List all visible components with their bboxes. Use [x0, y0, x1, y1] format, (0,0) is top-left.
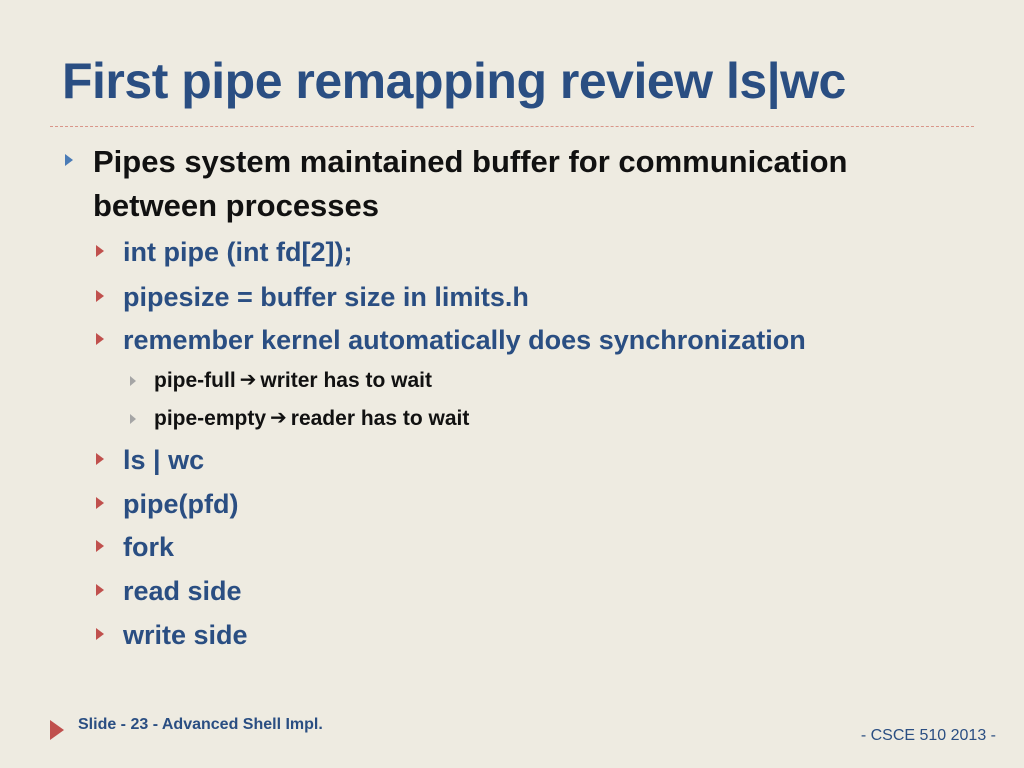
bullet-arrow-icon — [96, 245, 104, 257]
bullet-text: pipesize = buffer size in limits.h — [123, 282, 529, 312]
bullet-arrow-icon — [130, 414, 136, 424]
bullet-arrow-icon — [65, 154, 73, 166]
bullet-arrow-icon — [96, 584, 104, 596]
bullet-item-read-side: read side — [96, 573, 242, 609]
bullet-text: ls | wc — [123, 445, 205, 475]
bullet-arrow-icon — [96, 497, 104, 509]
bullet-item-fork: fork — [96, 529, 175, 565]
right-arrow-icon: ➔ — [270, 407, 287, 429]
right-arrow-icon: ➔ — [239, 369, 257, 391]
bullet-text: fork — [123, 532, 175, 562]
bullet-text-before: pipe-full — [154, 369, 236, 392]
footer-course: - CSCE 510 2013 - — [860, 727, 996, 744]
bullet-item-ls-wc: ls | wc — [96, 442, 205, 478]
bullet-arrow-icon — [130, 376, 136, 386]
footer-marker-icon — [50, 720, 64, 740]
bullet-item-int-pipe: int pipe (int fd[2]); — [96, 234, 353, 270]
bullet-item-pipesize: pipesize = buffer size in limits.h — [96, 279, 529, 315]
bullet-text-line2: between processes — [93, 188, 380, 223]
bullet-text: write side — [123, 620, 248, 650]
bullet-text-line1: Pipes system maintained buffer for commu… — [93, 144, 848, 179]
bullet-item-pipe-pfd: pipe(pfd) — [96, 486, 239, 522]
bullet-text: pipe(pfd) — [123, 489, 239, 519]
bullet-arrow-icon — [96, 540, 104, 552]
bullet-text: remember kernel automatically does synch… — [123, 325, 806, 355]
bullet-item-remember-kernel: remember kernel automatically does synch… — [96, 322, 806, 358]
bullet-text-after: writer has to wait — [260, 369, 432, 392]
bullet-item-pipes: Pipes system maintained buffer for commu… — [65, 140, 848, 184]
bullet-arrow-icon — [96, 628, 104, 640]
footer-slide-number: Slide - 23 - Advanced Shell Impl. — [78, 716, 323, 733]
bullet-text-before: pipe-empty — [154, 407, 267, 430]
bullet-arrow-icon — [96, 333, 104, 345]
bullet-item-pipe-empty: pipe-empty➔reader has to wait — [130, 404, 470, 434]
slide-title: First pipe remapping review ls|wc — [62, 53, 846, 109]
bullet-arrow-icon — [96, 290, 104, 302]
bullet-text: int pipe (int fd[2]); — [123, 237, 353, 267]
title-divider — [50, 126, 974, 127]
bullet-arrow-icon — [96, 453, 104, 465]
bullet-text-after: reader has to wait — [290, 407, 470, 430]
bullet-item-pipe-full: pipe-full➔writer has to wait — [130, 366, 432, 396]
bullet-item-pipes-continued: between processes — [93, 184, 379, 228]
bullet-item-write-side: write side — [96, 617, 248, 653]
bullet-text: read side — [123, 576, 242, 606]
